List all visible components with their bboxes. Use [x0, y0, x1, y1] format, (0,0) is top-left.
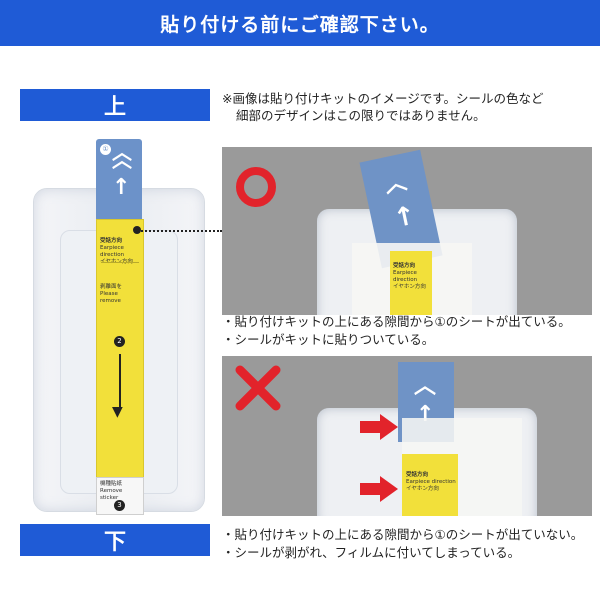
photo-top-earpiece-kana: イヤホン方向	[393, 284, 426, 290]
kit-bottom-en: Remove sticker	[100, 488, 123, 501]
correct-condition-2: ・シールがキットに貼りついている。	[222, 332, 435, 347]
ng-cross-icon	[235, 365, 281, 411]
label-bottom: 下	[20, 524, 210, 556]
label-top: 上	[20, 89, 210, 121]
correct-conditions: ・貼り付けキットの上にある隙間から①のシートが出ている。 ・シールがキットに貼り…	[222, 313, 571, 349]
sheet-3-tab: 機種貼紙 Remove sticker 3	[96, 477, 144, 515]
photo-bottom-earpiece-kana: イヤホン方向	[406, 486, 439, 492]
chevron-up-icon: ︿	[112, 140, 132, 164]
header-banner: 貼り付ける前にご確認下さい。	[0, 0, 600, 46]
photo-bottom-earpiece-label: 受話方向 Earpiece direction イヤホン方向	[406, 472, 456, 493]
kit-earpiece-en: Earpiece direction	[100, 245, 125, 258]
photo-incorrect-example: ︿ ↑ 受話方向 Earpiece direction イヤホン方向	[222, 356, 592, 516]
photo-bottom-earpiece-en: Earpiece direction	[406, 479, 456, 485]
banner-title: 貼り付ける前にご確認下さい。	[160, 13, 440, 36]
kit-bottom-label: 機種貼紙 Remove sticker	[100, 481, 140, 502]
kit-bottom-jp: 機種貼紙	[100, 481, 123, 487]
leader-dot	[133, 226, 141, 234]
label-bottom-text: 下	[103, 530, 126, 555]
step-2-number: 2	[114, 336, 125, 347]
kit-peel-label: 剥離面を Please remove	[100, 284, 140, 305]
sheet-1-tab: ① ︿ ︿ ↑	[96, 139, 142, 219]
photo-top-earpiece-jp: 受話方向	[393, 263, 416, 269]
dotted-leader-line	[138, 230, 222, 232]
note-line-1: ※画像は貼り付けキットのイメージです。シールの色など	[222, 91, 544, 106]
ok-circle-icon	[236, 167, 276, 207]
photo-bottom-earpiece-jp: 受話方向	[406, 472, 429, 478]
kit-peel-en: Please remove	[100, 291, 121, 304]
sticker-divider	[101, 262, 139, 263]
correct-condition-1: ・貼り付けキットの上にある隙間から①のシートが出ている。	[222, 314, 571, 329]
kit-peel-jp: 剥離面を	[100, 284, 123, 290]
image-note: ※画像は貼り付けキットのイメージです。シールの色など 細部のデザインはこの限りで…	[222, 90, 594, 124]
sheet-2-sticker: 受話方向 Earpiece direction イヤホン方向 剥離面を Plea…	[96, 219, 144, 479]
photo-chevron-up-icon: ︿	[382, 169, 410, 199]
incorrect-condition-1: ・貼り付けキットの上にある隙間から①のシートが出ていない。	[222, 527, 584, 542]
incorrect-condition-2: ・シールが剥がれ、フィルムに付いてしまっている。	[222, 545, 521, 560]
photo-correct-example: ︿ ↑ 受話方向 Earpiece direction イヤホン方向	[222, 147, 592, 315]
chevron-up-icon-2: ︿	[112, 148, 132, 172]
photo-arrow-up-icon: ↑	[390, 200, 419, 235]
photo-ng-sticker: 受話方向 Earpiece direction イヤホン方向	[402, 454, 458, 516]
kit-earpiece-jp: 受話方向	[100, 238, 123, 244]
label-top-text: 上	[103, 95, 126, 120]
arrow-up-icon: ↑	[112, 175, 131, 200]
arrow-down-shaft	[119, 354, 121, 410]
sheet-1-number: ①	[100, 144, 111, 155]
photo-top-earpiece-en: Earpiece direction	[393, 270, 418, 283]
photo-sticker: 受話方向 Earpiece direction イヤホン方向	[390, 251, 432, 315]
incorrect-conditions: ・貼り付けキットの上にある隙間から①のシートが出ていない。 ・シールが剥がれ、フ…	[222, 526, 583, 562]
step-3-number: 3	[114, 500, 125, 511]
arrow-down-icon: ▼	[112, 404, 123, 420]
photo-ng-chevron-up-icon: ︿	[414, 374, 437, 399]
note-line-2: 細部のデザインはこの限りではありません。	[236, 108, 486, 123]
photo-top-earpiece-label: 受話方向 Earpiece direction イヤホン方向	[393, 263, 431, 291]
